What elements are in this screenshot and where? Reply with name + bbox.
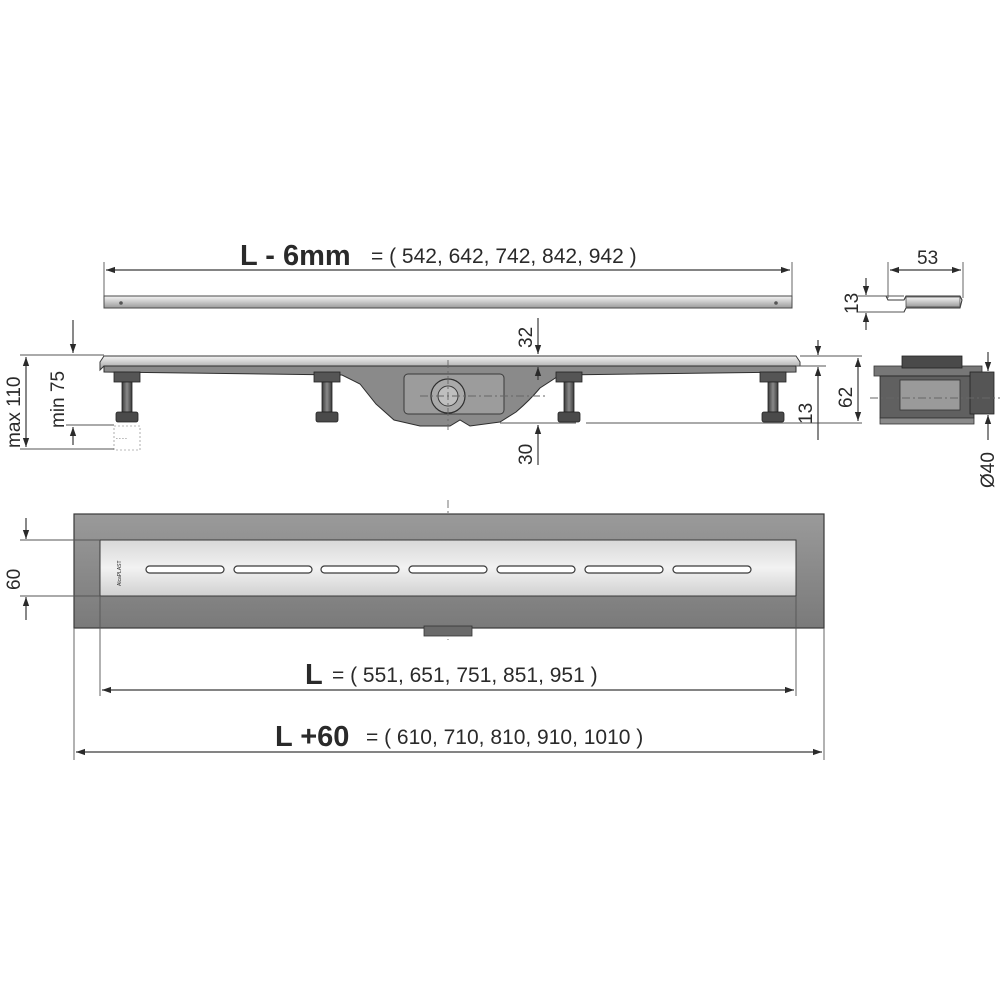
dim-30: 30 <box>516 444 537 465</box>
l60-values: = ( 610, 710, 810, 910, 1010 ) <box>366 726 643 749</box>
l60-label: L +60 <box>275 721 349 753</box>
length-values: = ( 542, 642, 742, 842, 942 ) <box>371 245 637 268</box>
profile-height: 13 <box>842 293 863 314</box>
max-height-label: max 110 <box>4 377 25 448</box>
foot-note: - - - - <box>116 436 127 442</box>
min-height-label: min 75 <box>48 371 69 428</box>
plan-width: 60 <box>4 569 25 590</box>
outlet-diameter: Ø40 <box>978 452 999 488</box>
outlet-section: Ø40 <box>870 352 1000 488</box>
brand-logo: AlcaPLAST <box>117 560 123 586</box>
adjustable-foot <box>313 371 341 423</box>
dim-62: 62 <box>836 387 857 408</box>
side-view: max 110 min 75 - - - - <box>4 318 862 465</box>
grate-slots <box>145 565 752 574</box>
plan-view: AlcaPLAST 60 L = ( 551, 651, 751, 851, 9… <box>4 500 825 760</box>
adjustable-foot: - - - - <box>113 371 141 451</box>
profile-section: 53 13 <box>842 248 964 330</box>
adjustable-foot <box>759 371 787 423</box>
length-label: L - 6mm <box>240 240 351 272</box>
top-view: L - 6mm = ( 542, 642, 742, 842, 942 ) <box>103 240 793 309</box>
profile-width: 53 <box>917 248 938 269</box>
l-values: = ( 551, 651, 751, 851, 951 ) <box>332 664 598 687</box>
adjustable-foot <box>555 371 583 423</box>
l-label: L <box>305 659 323 691</box>
dim-13: 13 <box>796 403 817 424</box>
grate-strip <box>103 295 793 309</box>
dim-32: 32 <box>516 327 537 348</box>
